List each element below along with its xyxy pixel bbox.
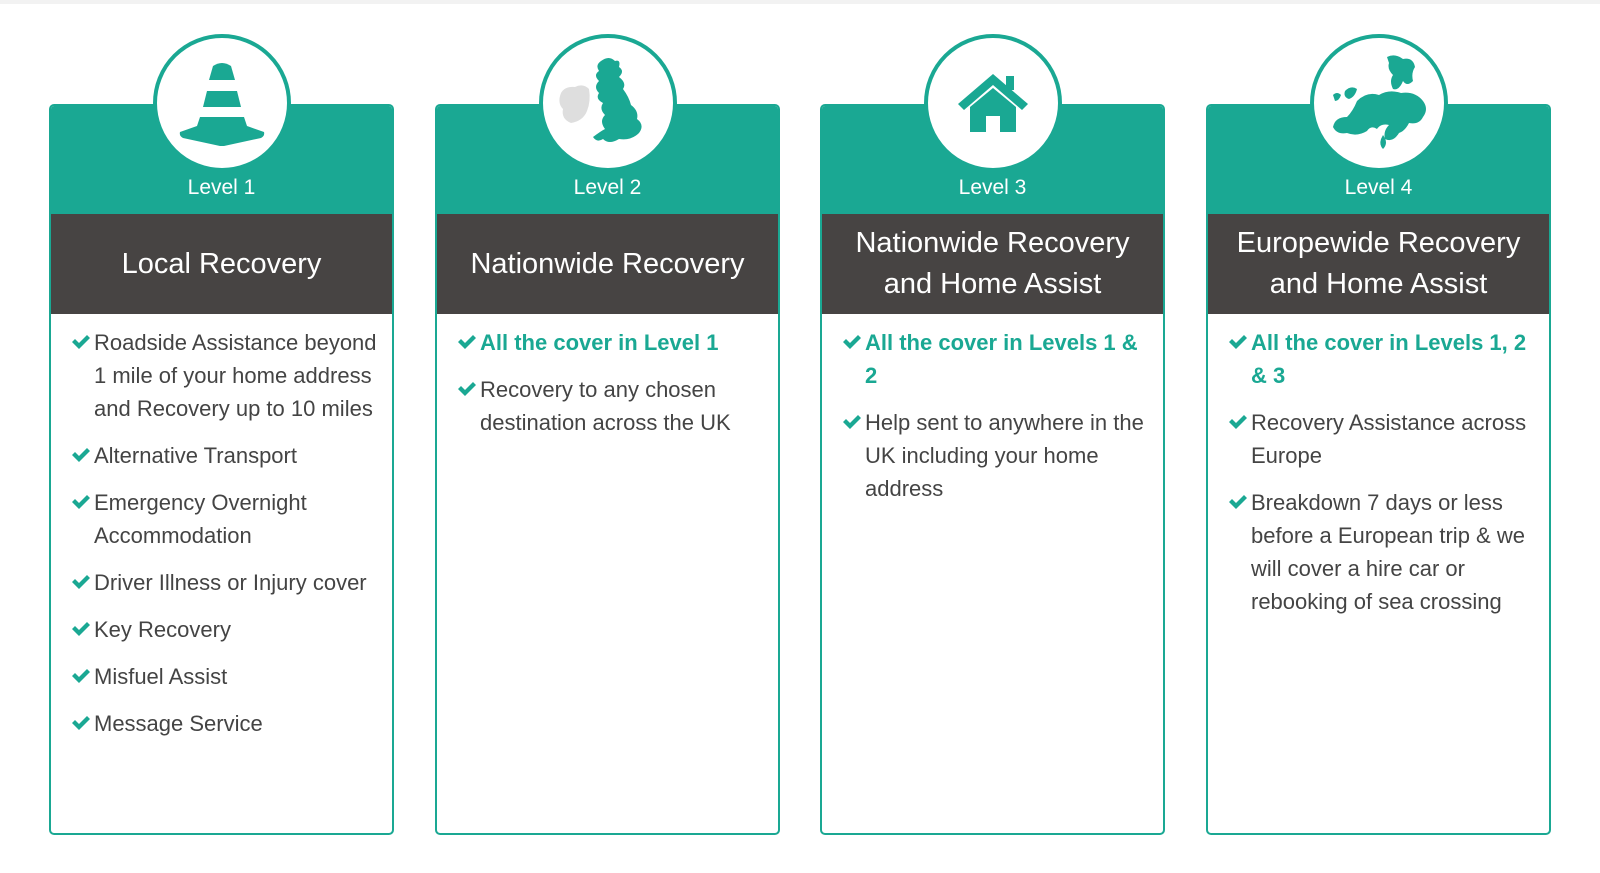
check-icon: [72, 575, 90, 589]
feature-list: All the cover in Level 1 Recovery to any …: [437, 326, 778, 453]
icon-badge: [152, 34, 291, 172]
level-label: Level 4: [1344, 176, 1413, 199]
check-icon: [458, 382, 476, 396]
level-3-card: Level 3 Nationwide Recovery and Home Ass…: [820, 34, 1165, 835]
card-header: Level 3: [822, 34, 1163, 214]
feature-item: All the cover in Levels 1 & 2: [842, 326, 1149, 392]
check-icon: [1229, 335, 1247, 349]
card-title: Local Recovery: [51, 214, 392, 314]
check-icon: [1229, 415, 1247, 429]
feature-text: Message Service: [94, 711, 263, 736]
feature-text: All the cover in Levels 1, 2 & 3: [1251, 330, 1527, 388]
feature-item: Recovery to any chosen destination acros…: [457, 373, 764, 439]
feature-text: Recovery Assistance across Europe: [1251, 410, 1527, 468]
feature-item: Breakdown 7 days or less before a Europe…: [1228, 486, 1535, 618]
card-header: Level 4: [1208, 34, 1549, 214]
feature-item: All the cover in Level 1: [457, 326, 764, 359]
check-icon: [458, 335, 476, 349]
card-header: Level 1: [51, 34, 392, 214]
level-2-card: Level 2 Nationwide Recovery All the cove…: [435, 34, 780, 835]
feature-item: Key Recovery: [71, 613, 378, 646]
feature-text: Help sent to anywhere in the UK includin…: [865, 410, 1144, 501]
feature-text: Roadside Assistance beyond 1 mile of you…: [94, 330, 377, 421]
card-header: Level 2: [437, 34, 778, 214]
level-label: Level 3: [958, 176, 1027, 199]
feature-text: Driver Illness or Injury cover: [94, 570, 367, 595]
check-icon: [72, 669, 90, 683]
level-4-card: Level 4 Europewide Recovery and Home Ass…: [1206, 34, 1551, 835]
card-title: Nationwide Recovery: [437, 214, 778, 314]
level-1-card: Level 1 Local Recovery Roadside Assistan…: [49, 34, 394, 835]
feature-text: Key Recovery: [94, 617, 231, 642]
icon-badge: [923, 34, 1062, 172]
feature-text: Recovery to any chosen destination acros…: [480, 377, 731, 435]
feature-text: Alternative Transport: [94, 443, 297, 468]
feature-text: All the cover in Levels 1 & 2: [865, 330, 1138, 388]
check-icon: [843, 335, 861, 349]
feature-item: Emergency Overnight Accommodation: [71, 486, 378, 552]
check-icon: [843, 415, 861, 429]
feature-item: Misfuel Assist: [71, 660, 378, 693]
feature-item: Alternative Transport: [71, 439, 378, 472]
check-icon: [72, 448, 90, 462]
icon-badge: [538, 34, 677, 172]
feature-item: All the cover in Levels 1, 2 & 3: [1228, 326, 1535, 392]
feature-list: All the cover in Levels 1, 2 & 3 Recovery…: [1208, 326, 1549, 632]
feature-text: Misfuel Assist: [94, 664, 228, 689]
feature-text: Breakdown 7 days or less before a Europe…: [1251, 490, 1525, 614]
europe-map-icon: [1332, 55, 1426, 149]
feature-text: Emergency Overnight Accommodation: [94, 490, 307, 548]
top-divider: [0, 0, 1600, 4]
check-icon: [1229, 495, 1247, 509]
home-icon: [957, 74, 1028, 132]
level-label: Level 1: [187, 176, 256, 199]
feature-item: Help sent to anywhere in the UK includin…: [842, 406, 1149, 505]
check-icon: [72, 495, 90, 509]
check-icon: [72, 622, 90, 636]
feature-item: Message Service: [71, 707, 378, 740]
feature-item: Recovery Assistance across Europe: [1228, 406, 1535, 472]
feature-item: Roadside Assistance beyond 1 mile of you…: [71, 326, 378, 425]
feature-list: All the cover in Levels 1 & 2 Help sent t…: [822, 326, 1163, 519]
traffic-cone-icon: [179, 63, 264, 146]
check-icon: [72, 716, 90, 730]
feature-item: Driver Illness or Injury cover: [71, 566, 378, 599]
feature-list: Roadside Assistance beyond 1 mile of you…: [51, 326, 392, 754]
feature-text: All the cover in Level 1: [480, 330, 719, 355]
uk-map-icon: [558, 58, 642, 142]
level-label: Level 2: [573, 176, 642, 199]
icon-badge: [1309, 34, 1448, 172]
card-title: Europewide Recovery and Home Assist: [1208, 214, 1549, 314]
card-title: Nationwide Recovery and Home Assist: [822, 214, 1163, 314]
check-icon: [72, 335, 90, 349]
